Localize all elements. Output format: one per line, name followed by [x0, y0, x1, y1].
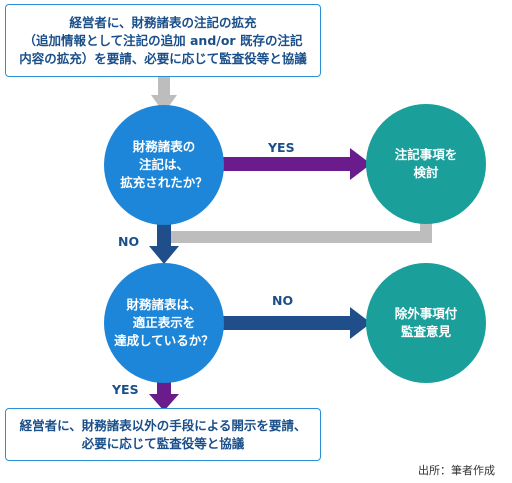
arrow-decision2-no: [222, 307, 371, 339]
arrow-top-to-decision1: [151, 77, 177, 113]
decision-notes-expanded: 財務諸表の 注記は、 拡充されたか？: [104, 105, 224, 225]
arrow-review-return: [170, 220, 432, 243]
arrow-decision1-no: [149, 222, 179, 264]
bottom-process-box: 経営者に、財務諸表以外の手段による開示を要請、 必要に応じて監査役等と協議: [5, 408, 321, 461]
label-decision1-yes: YES: [268, 140, 295, 155]
source-note: 出所：筆者作成: [418, 464, 495, 477]
top-process-box: 経営者に、財務諸表の注記の拡充 （追加情報として注記の追加 and/or 既存の…: [5, 4, 321, 77]
label-decision1-no: NO: [118, 234, 140, 249]
decision-fair-presentation: 財務諸表は、 適正表示を 達成しているか？: [104, 263, 224, 383]
label-decision2-yes: YES: [112, 382, 139, 397]
review-notes-node: 注記事項を 検討: [366, 104, 486, 224]
arrow-decision1-yes: [222, 148, 371, 180]
qualified-opinion-node: 除外事項付 監査意見: [366, 263, 486, 383]
label-decision2-no: NO: [272, 293, 294, 308]
